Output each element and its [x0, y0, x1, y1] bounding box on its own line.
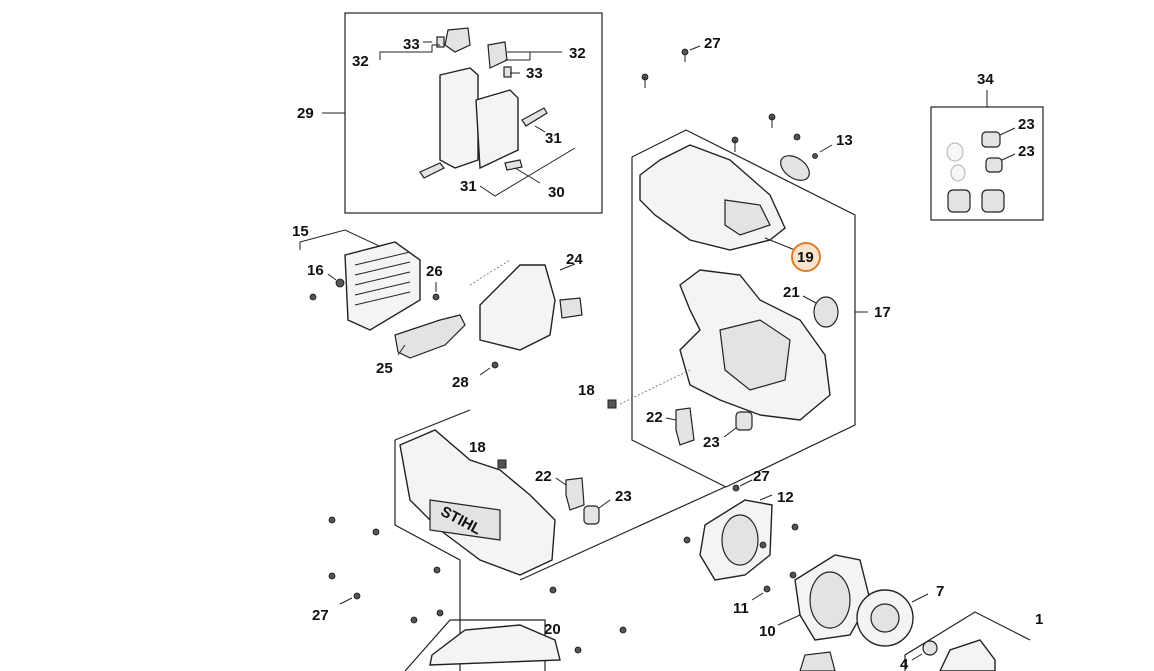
label-22-lower[interactable]: 22 — [535, 468, 552, 485]
label-31-bottom[interactable]: 31 — [460, 178, 477, 195]
label-21[interactable]: 21 — [783, 284, 800, 301]
part-26-screw[interactable] — [432, 293, 440, 301]
label-34[interactable]: 34 — [977, 71, 994, 88]
label-23-box-mid[interactable]: 23 — [1018, 143, 1035, 160]
screws-top — [641, 45, 801, 152]
label-23-lower[interactable]: 23 — [615, 488, 632, 505]
part-16-screw[interactable] — [335, 278, 345, 288]
label-19[interactable]: 19 — [797, 249, 814, 266]
part-10-inner — [809, 571, 851, 629]
label-12[interactable]: 12 — [777, 489, 794, 506]
label-18-upper[interactable]: 18 — [578, 382, 595, 399]
assembly-group-29 — [322, 12, 603, 214]
label-17[interactable]: 17 — [874, 304, 891, 321]
assembly-group-lower: STIHL — [328, 409, 726, 671]
part-31-right[interactable] — [521, 107, 548, 127]
ghost-bushing-2 — [950, 164, 966, 182]
label-24[interactable]: 24 — [566, 251, 583, 268]
label-29[interactable]: 29 — [297, 105, 314, 122]
part-21-gasket[interactable] — [813, 296, 839, 328]
label-27-left[interactable]: 27 — [312, 607, 329, 624]
label-1[interactable]: 1 — [1035, 611, 1043, 628]
label-27-mid[interactable]: 27 — [753, 468, 770, 485]
part-15-filter-cover[interactable] — [344, 241, 421, 331]
label-30[interactable]: 30 — [548, 184, 565, 201]
part-24-bracket[interactable] — [479, 264, 556, 351]
label-22-upper[interactable]: 22 — [646, 409, 663, 426]
label-33-left[interactable]: 33 — [403, 36, 420, 53]
part-29-side[interactable] — [475, 89, 519, 170]
label-23-box-top[interactable]: 23 — [1018, 116, 1035, 133]
part-32-latch-left[interactable] — [444, 27, 471, 53]
part-32-latch-right[interactable] — [487, 41, 508, 69]
part-misc-bottom — [799, 651, 836, 671]
housing-logo-panel — [429, 499, 501, 541]
label-26[interactable]: 26 — [426, 263, 443, 280]
highlight-circle-19[interactable] — [791, 242, 821, 272]
assembly-group-34 — [930, 90, 1044, 221]
label-31-right[interactable]: 31 — [545, 130, 562, 147]
part-22-bracket-lower[interactable] — [565, 477, 585, 511]
label-27-top[interactable]: 27 — [704, 35, 721, 52]
part-30[interactable] — [504, 159, 523, 171]
part-23-bushing-upper[interactable] — [735, 411, 753, 431]
label-33-right[interactable]: 33 — [526, 65, 543, 82]
part-19-inset — [724, 199, 771, 236]
ghost-bushing-1 — [946, 142, 964, 162]
label-32-left[interactable]: 32 — [352, 53, 369, 70]
label-7[interactable]: 7 — [936, 583, 944, 600]
label-20[interactable]: 20 — [544, 621, 561, 638]
label-32-right[interactable]: 32 — [569, 45, 586, 62]
part-13-cap[interactable] — [776, 151, 814, 186]
part-34-bushing-right[interactable] — [981, 189, 1005, 213]
part-1-starter[interactable] — [939, 639, 996, 671]
part-33-left[interactable] — [436, 36, 445, 48]
label-11[interactable]: 11 — [733, 600, 749, 617]
part-25-wiring[interactable] — [394, 314, 466, 359]
part-17-crankcase-inner — [719, 319, 791, 391]
part-34-bushing-left[interactable] — [947, 189, 971, 213]
label-18-lower[interactable]: 18 — [469, 439, 486, 456]
part-22-bracket-upper[interactable] — [675, 407, 695, 446]
callout-labels: 33 32 32 33 29 31 31 30 27 13 34 23 23 1… — [292, 35, 1043, 671]
label-4[interactable]: 4 — [900, 656, 909, 671]
label-13[interactable]: 13 — [836, 132, 853, 149]
part-24-connector[interactable] — [559, 297, 583, 319]
part-33-right[interactable] — [503, 66, 512, 78]
assembly-group-starter — [683, 479, 1031, 671]
part-31-bottom[interactable] — [419, 162, 445, 179]
label-15[interactable]: 15 — [292, 223, 309, 240]
label-28[interactable]: 28 — [452, 374, 469, 391]
assembly-group-24 — [394, 259, 583, 376]
part-12-inner — [721, 514, 759, 566]
part-23-bushing-lower[interactable] — [583, 505, 600, 525]
part-28-screw[interactable] — [491, 361, 499, 369]
part-18-nut-lower[interactable] — [497, 459, 507, 469]
label-16[interactable]: 16 — [307, 262, 324, 279]
label-10[interactable]: 10 — [759, 623, 776, 640]
part-23-bushing-top[interactable] — [981, 131, 1001, 148]
part-23-bushing-mid[interactable] — [985, 157, 1003, 173]
part-19-top-cover[interactable] — [639, 144, 786, 251]
part-29-cover[interactable] — [439, 67, 479, 169]
part-18-nut-upper[interactable] — [607, 399, 617, 409]
assembly-group-17 — [607, 129, 868, 488]
assembly-group-15 — [299, 229, 421, 331]
label-23-upper[interactable]: 23 — [703, 434, 720, 451]
part-4-washer[interactable] — [922, 640, 938, 656]
part-20-cover[interactable] — [429, 624, 561, 666]
label-25[interactable]: 25 — [376, 360, 393, 377]
